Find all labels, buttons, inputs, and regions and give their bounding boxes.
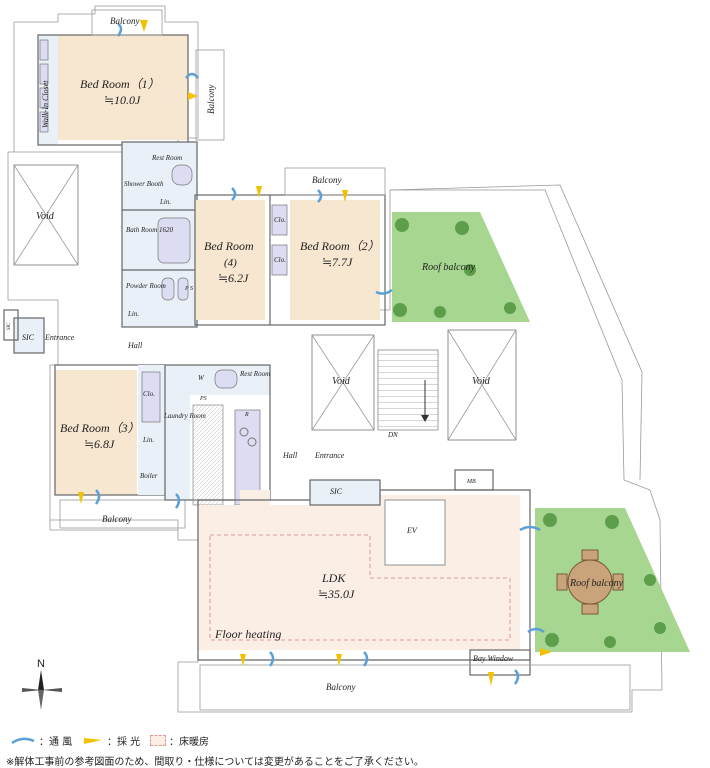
toilet-2 bbox=[214, 369, 238, 389]
void-1-label: Void bbox=[36, 211, 55, 222]
daylight-icon bbox=[84, 737, 102, 744]
ev-label: EV bbox=[406, 526, 418, 535]
boiler-label: Boiler bbox=[140, 472, 158, 480]
bedroom-3-floor bbox=[55, 370, 137, 495]
balcony-right-label: Balcony bbox=[206, 85, 216, 115]
legend-ventilation-label: ：通 風 bbox=[39, 737, 73, 748]
walk-in-closet-label: Walk-In Closet bbox=[41, 80, 50, 128]
lin-2-label: Lin. bbox=[127, 310, 139, 318]
bedroom-3-size: ≒6.8J bbox=[84, 437, 115, 451]
r-label: R bbox=[244, 412, 249, 418]
rest-room-1-label: Rest Room bbox=[151, 154, 182, 162]
bedroom-1-size: ≒10.0J bbox=[104, 93, 141, 107]
entrance-1-label: Entrance bbox=[44, 333, 75, 342]
entrance-2-label: Entrance bbox=[314, 451, 345, 460]
bedroom-3-name: Bed Room（3） bbox=[60, 421, 140, 435]
sink-1 bbox=[161, 277, 175, 301]
roof-balcony-1-label: Roof balcony bbox=[421, 262, 476, 273]
bathtub bbox=[157, 217, 191, 264]
sic-right-label: SIC bbox=[330, 487, 343, 496]
light-arrows bbox=[78, 20, 552, 686]
lin-3-label: Lin. bbox=[142, 436, 154, 444]
compass-north: N bbox=[37, 658, 45, 670]
rest-room-2-label: Rest Room bbox=[239, 370, 270, 378]
ventilation-icon bbox=[11, 737, 35, 744]
bedroom-1-name: Bed Room（1） bbox=[80, 77, 160, 91]
void-3-label: Void bbox=[472, 376, 491, 387]
clo-1-label: Clo. bbox=[274, 216, 286, 224]
bedroom-4-num: (4) bbox=[224, 257, 237, 269]
kitchen-counter bbox=[234, 409, 261, 506]
sic-left bbox=[14, 318, 44, 353]
shower-booth-label: Shower Booth bbox=[124, 180, 164, 188]
disclaimer-note: ※解体工事前の参考図面のため、間取り・仕様については変更があることをご了承くださ… bbox=[6, 757, 424, 768]
floor-heating-zone bbox=[209, 534, 511, 641]
bath-room-label: Bath Room 1620 bbox=[126, 226, 174, 234]
w-label: W bbox=[198, 374, 205, 382]
shoe-label: SIC bbox=[7, 322, 12, 330]
dn-label: DN bbox=[387, 431, 398, 439]
shrubs-2 bbox=[543, 513, 666, 648]
bedroom-2-floor bbox=[290, 200, 380, 320]
vent-arrows bbox=[94, 22, 545, 685]
round-table bbox=[556, 549, 624, 615]
balcony-top bbox=[91, 9, 163, 36]
balcony-mid-label: Balcony bbox=[312, 175, 342, 185]
balcony-bed3-label: Balcony bbox=[102, 514, 132, 524]
hall-2-label: Hall bbox=[282, 451, 298, 460]
floor-heating-label: Floor heating bbox=[214, 627, 281, 641]
hall-1-label: Hall bbox=[127, 341, 143, 350]
roof-balcony-2-label: Roof balcony bbox=[569, 578, 624, 589]
legend-floor-heat-label: ：床暖房 bbox=[169, 737, 209, 748]
ps-2-label: PS bbox=[199, 396, 207, 402]
legend-daylight: ：採 光 bbox=[82, 733, 140, 748]
balcony-mid bbox=[284, 167, 386, 196]
balcony-bed3 bbox=[59, 499, 186, 529]
bedroom-4-size: ≒6.2J bbox=[218, 271, 249, 285]
balcony-bottom-label: Balcony bbox=[326, 682, 356, 692]
legend-floor-heat: ：床暖房 bbox=[150, 733, 209, 748]
lin-1-label: Lin. bbox=[159, 198, 171, 206]
balcony-bottom bbox=[199, 664, 631, 711]
bedroom-4-floor bbox=[195, 200, 265, 320]
bedroom-2-name: Bed Room（2） bbox=[300, 239, 380, 253]
bay-window-label: Bay Window bbox=[473, 654, 514, 663]
balcony-right bbox=[195, 49, 225, 141]
powder-room-label: Powder Room bbox=[125, 282, 166, 290]
closet-rods bbox=[39, 39, 49, 133]
ldk-name: LDK bbox=[321, 571, 346, 585]
legend: ：通 風 ：採 光 ：床暖房 bbox=[10, 733, 430, 749]
balcony-top-label: Balcony bbox=[110, 16, 140, 26]
void-2-label: Void bbox=[332, 376, 351, 387]
bedroom-4-name: Bed Room bbox=[204, 239, 254, 253]
bedroom-2-size: ≒7.7J bbox=[322, 255, 353, 269]
floor-heat-swatch bbox=[150, 735, 166, 746]
legend-daylight-label: ：採 光 bbox=[107, 737, 141, 748]
shrubs-1 bbox=[393, 218, 516, 318]
laundry-room bbox=[165, 365, 190, 500]
compass-icon bbox=[22, 670, 62, 710]
clo-3-label: Clo. bbox=[143, 390, 155, 398]
roof-balcony-1 bbox=[392, 212, 530, 322]
voids bbox=[13, 164, 517, 441]
stairs bbox=[377, 349, 439, 431]
sic-right bbox=[310, 480, 380, 505]
outer-walls bbox=[7, 5, 663, 713]
ps-1-label: P S bbox=[184, 286, 193, 292]
ev-shaft bbox=[384, 499, 446, 566]
clo-2-label: Clo. bbox=[274, 256, 286, 264]
sink-2 bbox=[177, 277, 189, 301]
ldk-floor bbox=[198, 490, 520, 650]
mb bbox=[454, 469, 494, 491]
kitchen-island bbox=[192, 404, 224, 506]
toilet-1 bbox=[171, 164, 193, 186]
legend-ventilation: ：通 風 bbox=[10, 733, 72, 748]
sic-left-label: SIC bbox=[22, 333, 35, 342]
bedroom-1-floor bbox=[58, 35, 188, 140]
ldk-size: ≒35.0J bbox=[318, 587, 355, 601]
mb-label: MB bbox=[466, 479, 476, 485]
laundry-room-label: Laundry Room bbox=[163, 412, 206, 420]
